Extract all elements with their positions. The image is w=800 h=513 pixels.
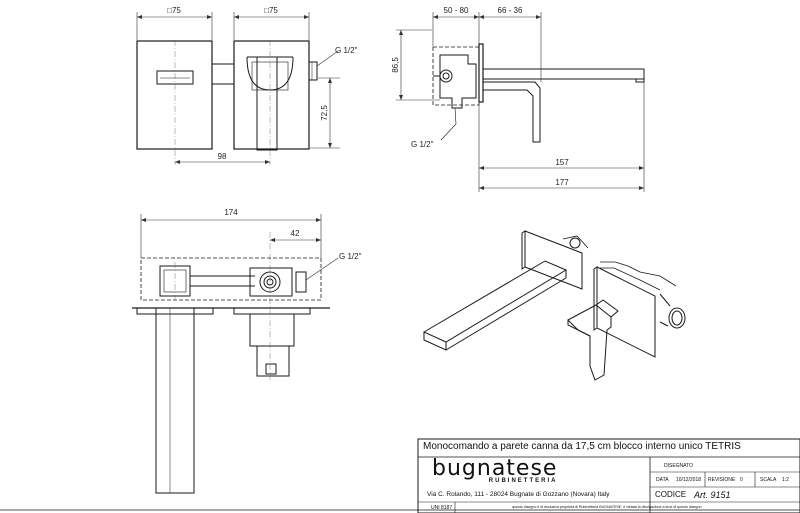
brand-name: bugnatese (432, 456, 558, 481)
front-view (136, 40, 318, 165)
dim-42: 42 (291, 229, 300, 238)
front-right-plate (233, 40, 310, 150)
side-valve-port (439, 69, 453, 83)
plan-lever-plate (233, 307, 311, 315)
plan-lever (249, 313, 295, 347)
arrowheads (137, 15, 644, 242)
dim-thread-plan: G 1/2" (339, 252, 362, 261)
dim-725: 72,5 (320, 105, 329, 121)
iso-wall-plate (524, 230, 583, 290)
plan-spout (155, 307, 195, 494)
dim-plate-right: □75 (264, 6, 278, 15)
dim-plate-left: □75 (167, 6, 181, 15)
iso-lever (567, 304, 612, 381)
dim-174: 174 (224, 208, 238, 217)
dim-865: 86,5 (391, 57, 400, 73)
plan-dimension-lines (140, 214, 339, 281)
side-wall-plate (478, 43, 484, 103)
dim-inlet-range: 50 - 80 (444, 6, 469, 15)
dim-thread-front: G 1/2" (335, 46, 358, 55)
date-label: DATA (656, 477, 669, 483)
dimension-labels: □75 □75 98 G 1/2" 72,5 50 - 80 66 - 36 8… (167, 6, 569, 261)
disclaimer: questo disegno è di esclusiva proprietà … (512, 505, 702, 509)
scale-value: 1:2 (782, 477, 789, 483)
norm-code: UNI 8187 (431, 505, 453, 511)
date-value: 10/12/2018 (676, 477, 702, 483)
company-address: Via C. Rolando, 111 - 28024 Bugnate di G… (427, 491, 610, 498)
plan-view (132, 232, 330, 494)
front-inlet (308, 61, 318, 81)
isometric-view (422, 230, 686, 381)
front-lever (256, 56, 278, 151)
side-lever (483, 81, 541, 143)
revision-label: REVISIONE (708, 477, 736, 483)
front-dimension-lines (136, 12, 340, 163)
iso-spout (422, 260, 568, 343)
brand-logo: bugnatese RUBINETTERIA (432, 456, 558, 485)
dim-spout-range: 66 - 36 (498, 6, 523, 15)
dim-157: 157 (555, 158, 569, 167)
dim-98: 98 (218, 152, 227, 161)
side-dimension-lines (396, 12, 645, 192)
drawing-title: Monocomando a parete canna da 17,5 cm bl… (423, 441, 741, 452)
front-left-plate (136, 40, 213, 150)
brand-subtitle: RUBINETTERIA (488, 478, 558, 484)
code-label: CODICE (655, 490, 687, 499)
dim-thread-side: G 1/2" (411, 140, 434, 149)
dim-177: 177 (555, 178, 569, 187)
scale-label: SCALA (760, 477, 777, 483)
revision-value: 0 (740, 477, 743, 483)
title-block-frame (0, 438, 800, 513)
iso-inlet (668, 307, 686, 329)
front-connector (211, 63, 235, 85)
side-spout (482, 68, 645, 80)
code-value: Art. 9151 (694, 490, 731, 500)
designer-label: DISEGNATO (664, 463, 693, 469)
side-view (432, 43, 645, 143)
plan-embedded-box (140, 257, 322, 301)
